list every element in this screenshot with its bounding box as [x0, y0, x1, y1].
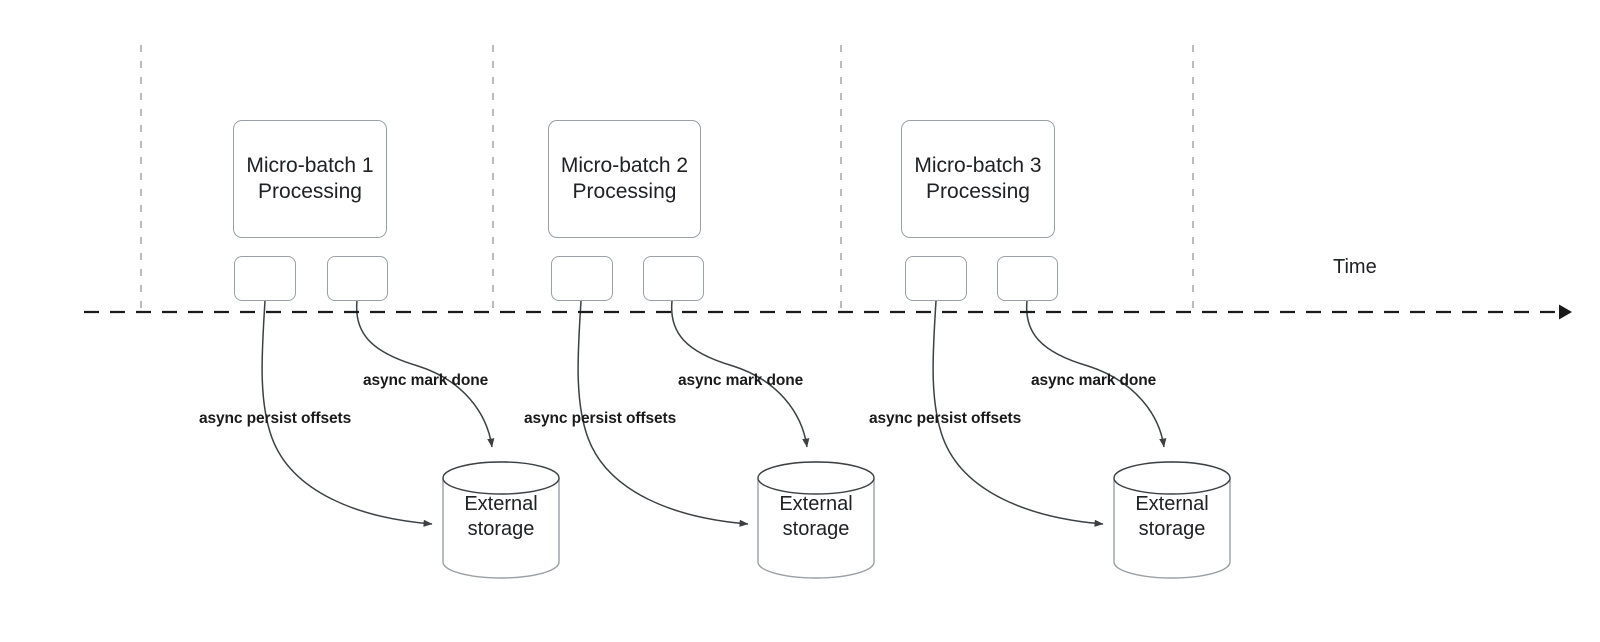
- label-async-persist-offsets-2: async persist offsets: [524, 410, 677, 427]
- time-axis-label: Time: [1333, 256, 1377, 278]
- async-edges: [261, 300, 1167, 527]
- tick-markdone-3[interactable]: [997, 256, 1058, 301]
- process-box-micro-batch-1[interactable]: Micro-batch 1 Processing: [233, 120, 387, 238]
- external-storage-micro-batch-2: [757, 461, 875, 579]
- time-axis-arrowhead: [1559, 304, 1572, 320]
- label-async-persist-offsets-1: async persist offsets: [199, 410, 352, 427]
- label-async-mark-done-3: async mark done: [1031, 372, 1157, 389]
- edge-mark-done-2: [670, 300, 810, 448]
- cylinder-top-ellipse-micro-batch-2: [757, 461, 875, 495]
- label-async-mark-done-2: async mark done: [678, 372, 804, 389]
- tick-persist-2[interactable]: [551, 256, 613, 301]
- process-box-micro-batch-3[interactable]: Micro-batch 3 Processing: [901, 120, 1055, 238]
- label-async-persist-offsets-3: async persist offsets: [869, 410, 1022, 427]
- time-axis: [84, 304, 1572, 320]
- external-storage-micro-batch-3: [1113, 461, 1231, 579]
- edge-persist-offsets-3: [932, 300, 1104, 527]
- edge-persist-offsets-1: [261, 300, 433, 527]
- edge-mark-done-1: [355, 300, 495, 448]
- tick-markdone-1[interactable]: [327, 256, 388, 301]
- edge-mark-done-3: [1025, 300, 1167, 448]
- tick-persist-3[interactable]: [905, 256, 967, 301]
- cylinder-top-ellipse-micro-batch-3: [1113, 461, 1231, 495]
- external-storage-shapes: [442, 461, 1231, 579]
- tick-markdone-2[interactable]: [643, 256, 704, 301]
- cylinder-top-ellipse-micro-batch-1: [442, 461, 560, 495]
- edge-persist-offsets-2: [577, 300, 749, 527]
- timeline-boundaries: [140, 45, 1194, 312]
- external-storage-micro-batch-1: [442, 461, 560, 579]
- tick-persist-1[interactable]: [234, 256, 296, 301]
- label-async-mark-done-1: async mark done: [363, 372, 489, 389]
- process-box-micro-batch-2[interactable]: Micro-batch 2 Processing: [548, 120, 701, 238]
